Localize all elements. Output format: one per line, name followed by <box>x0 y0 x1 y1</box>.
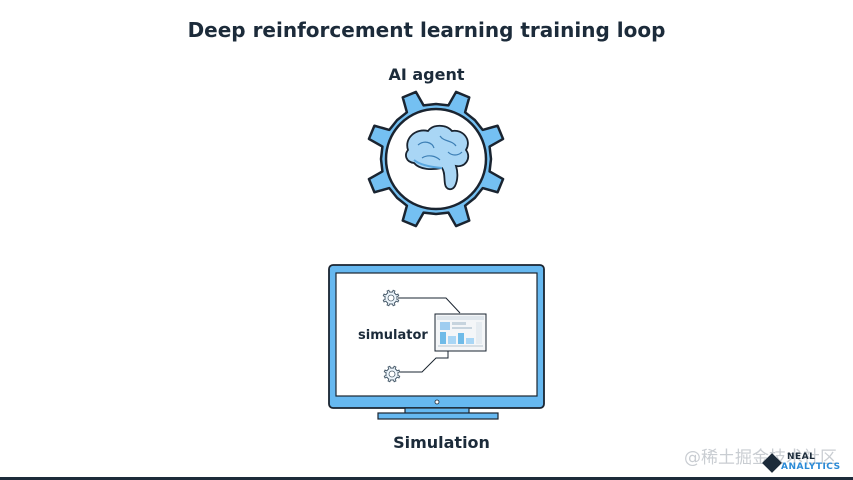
logo-line2: ANALYTICS <box>781 462 841 472</box>
simulation-label: Simulation <box>393 433 490 452</box>
connector-lines <box>398 297 461 373</box>
logo-line1: NEAL <box>787 452 816 462</box>
small-gear-icon-bottom <box>383 365 401 383</box>
brain-icon <box>405 124 470 191</box>
small-gear-hub <box>388 370 396 378</box>
footer-bar <box>0 477 853 480</box>
ai-agent-label: AI agent <box>388 65 465 84</box>
neal-analytics-logo: NEAL ANALYTICS <box>762 452 847 474</box>
watermark-text: @稀土掘金技术社区 <box>684 448 837 468</box>
simulator-label: simulator <box>358 328 428 343</box>
brain-gear-icon <box>367 90 505 228</box>
logo-mark-icon <box>762 453 782 473</box>
simulator-screenshot-thumbnail <box>434 313 487 352</box>
small-gear-hub <box>387 294 395 302</box>
small-gear-icon-top <box>382 289 400 307</box>
diagram-title: Deep reinforcement learning training loo… <box>187 18 666 42</box>
